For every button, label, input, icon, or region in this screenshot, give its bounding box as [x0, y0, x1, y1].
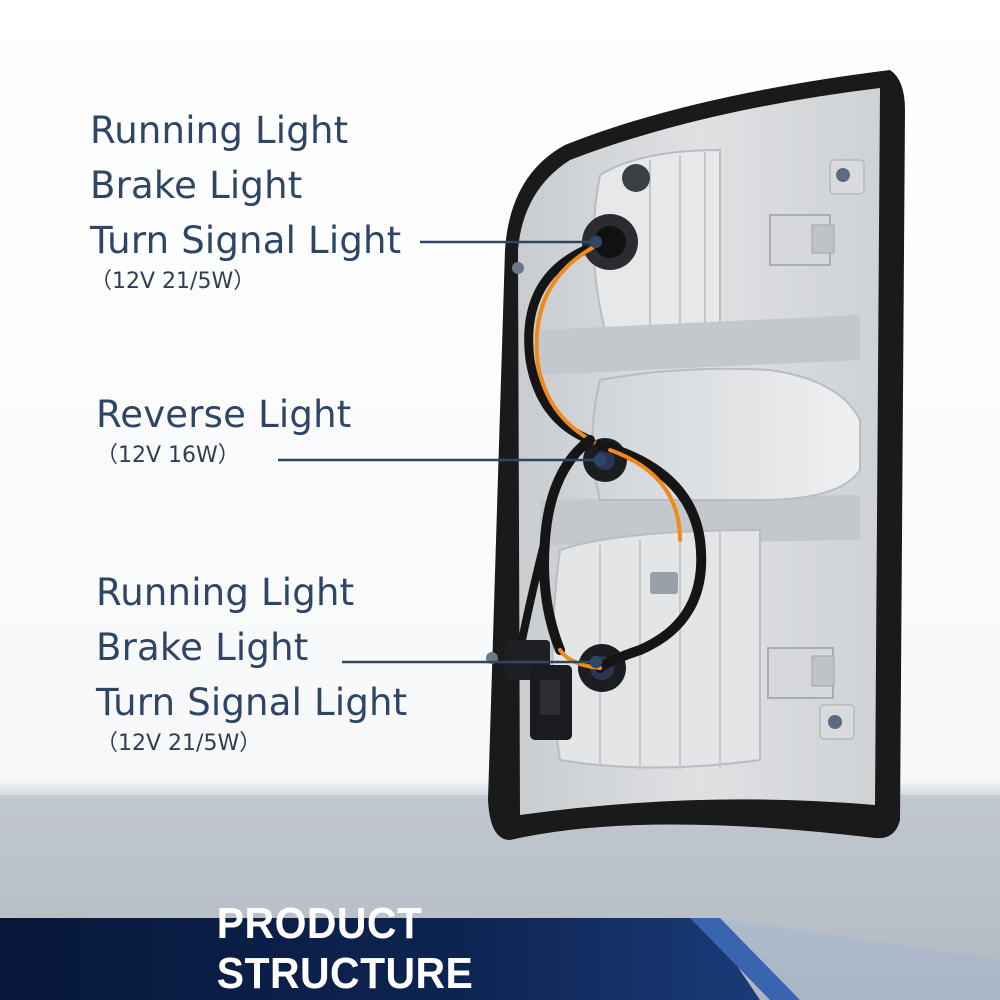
harness-connector: [505, 640, 572, 740]
callout-top-spec: （12V 21/5W）: [90, 269, 256, 294]
upper-chamber-ribs: [649, 152, 706, 330]
banner-accent-stripe: [690, 918, 800, 1000]
callout-top: Running Light Brake Light Turn Signal Li…: [90, 103, 401, 296]
banner-fade: [720, 918, 1000, 1000]
callout-bottom-line-1: Running Light: [96, 571, 355, 614]
screw-top-left: [512, 262, 524, 274]
leader-top: [420, 235, 603, 249]
callout-bottom-spec: （12V 21/5W）: [96, 731, 262, 756]
harness-clip: [650, 572, 678, 594]
callout-middle-spec: （12V 16W）: [96, 443, 240, 468]
leader-middle: [278, 453, 607, 467]
bottom-banner: [0, 918, 1000, 1000]
screw-bottom-right: [819, 704, 855, 740]
callout-middle: Reverse Light （12V 16W）: [96, 387, 351, 470]
callout-bottom: Running Light Brake Light Turn Signal Li…: [96, 565, 407, 758]
callout-top-line-1: Running Light: [90, 109, 349, 152]
tail-lamp: [486, 70, 905, 840]
callout-bottom-line-3: Turn Signal Light: [96, 681, 408, 724]
lower-mounting-clip: [767, 647, 835, 699]
callout-top-line-3: Turn Signal Light: [90, 219, 402, 262]
banner-backdrop: [0, 918, 760, 1000]
upper-divider: [540, 315, 860, 375]
vent-plug: [622, 164, 650, 192]
upper-mounting-clip: [769, 214, 835, 266]
wiring-harness: [516, 245, 707, 673]
leader-bottom: [342, 655, 603, 669]
screw-top-right: [829, 159, 865, 195]
leader-lines: [278, 235, 607, 669]
callout-middle-line-1: Reverse Light: [96, 393, 352, 436]
banner-title: PRODUCT STRUCTURE: [216, 899, 474, 998]
callout-top-line-2: Brake Light: [90, 164, 303, 207]
top-bulb-socket: [582, 214, 638, 270]
lower-chamber: [551, 528, 761, 769]
callout-bottom-line-2: Brake Light: [96, 626, 309, 669]
middle-chamber: [591, 367, 861, 501]
